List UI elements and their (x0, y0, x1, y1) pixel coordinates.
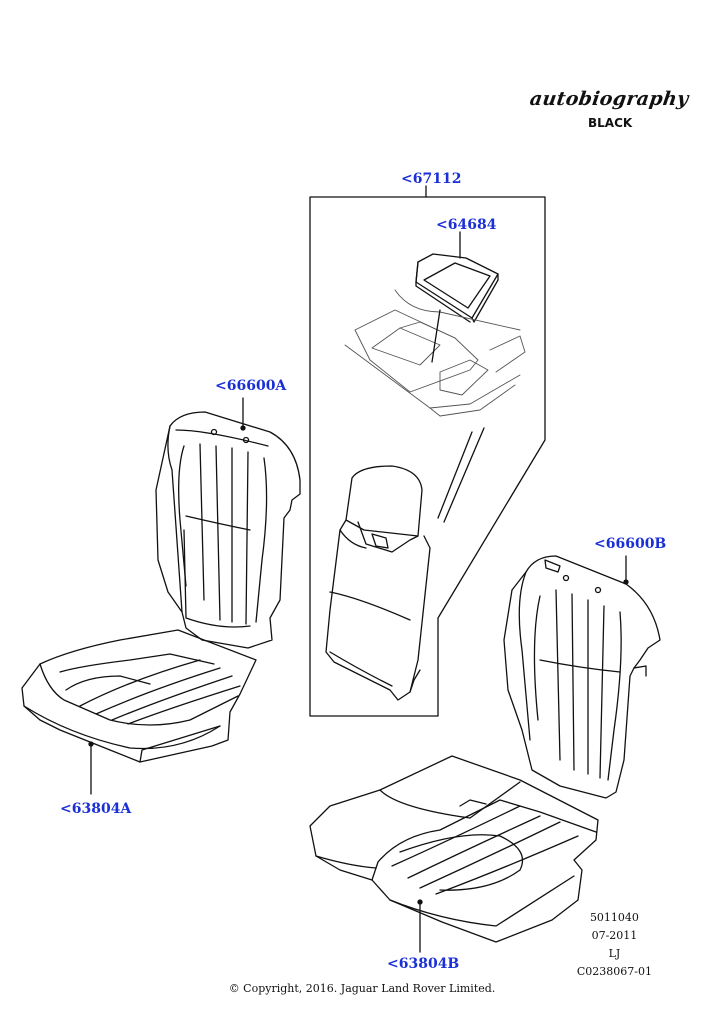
reference-block: 5011040 07-2011 LJ C0238067-01 (577, 909, 652, 981)
rear-seat-part (325, 465, 431, 701)
seat-back-right-part (503, 555, 661, 799)
console-part (344, 289, 526, 417)
callout-64684-link[interactable]: <64684 (436, 217, 497, 233)
cushion-left-part (21, 629, 257, 795)
brand-script-logo: autobiography (528, 88, 690, 110)
reference-line-2: 07-2011 (591, 929, 638, 942)
reference-line-1: 5011040 (589, 911, 639, 924)
reference-line-4: C0238067-01 (576, 965, 652, 978)
callout-66600a-link[interactable]: <66600A (215, 378, 287, 394)
callout-66600b-link[interactable]: <66600B (594, 536, 667, 552)
callout-63804b-link[interactable]: <63804B (387, 956, 460, 972)
reference-line-3: LJ (608, 947, 621, 960)
detail-frame (309, 185, 546, 717)
callout-67112-link[interactable]: <67112 (401, 171, 462, 187)
cushion-right-part (309, 755, 599, 953)
tray-part (415, 231, 499, 323)
callout-63804a-link[interactable]: <63804A (60, 801, 132, 817)
brand-subtitle: BLACK (588, 116, 633, 130)
copyright-text: © Copyright, 2016. Jaguar Land Rover Lim… (228, 982, 496, 995)
seat-back-left-part (155, 397, 301, 649)
